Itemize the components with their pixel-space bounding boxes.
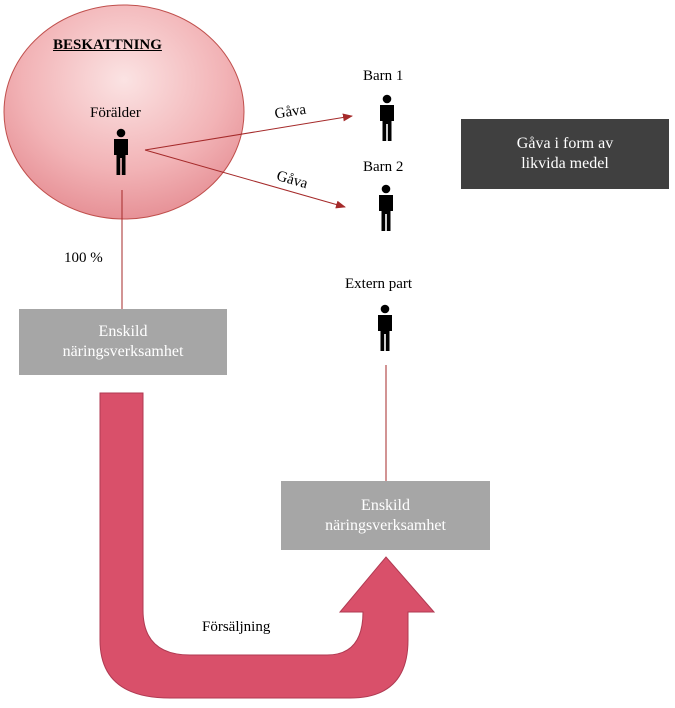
business-box-right: Enskild näringsverksamhet [281,481,490,550]
external-party-label: Extern part [345,276,413,292]
gift-arrow-1 [144,113,353,151]
child-2-person-icon [379,184,393,231]
child-1-label: Barn 1 [363,68,404,84]
taxation-ellipse [3,4,245,220]
sale-label: Försäljning [202,619,271,635]
taxation-title: BESKATTNING [53,37,162,53]
business-box-left-line2: näringsverksamhet [62,343,184,360]
gift-arrow-2 [144,149,346,209]
gift-cash-box-line2: likvida medel [521,155,609,172]
business-box-left: Enskild näringsverksamhet [19,309,227,375]
parent-person-icon [114,128,128,175]
child-2-label: Barn 2 [363,159,404,175]
business-box-right-line1: Enskild [361,496,410,514]
business-box-left-line1: Enskild [98,323,148,340]
gift-arrow-1-label: Gåva [273,102,307,123]
parent-label: Förälder [90,105,141,121]
gift-cash-box-line1: Gåva i form av [516,135,614,152]
ownership-percentage: 100 % [64,250,103,266]
child-1-person-icon [380,94,394,141]
external-person-icon [378,304,392,351]
sale-u-arrow [99,392,436,699]
gift-cash-box: Gåva i form av likvida medel [461,119,669,189]
business-box-right-line2: näringsverksamhet [325,516,446,534]
